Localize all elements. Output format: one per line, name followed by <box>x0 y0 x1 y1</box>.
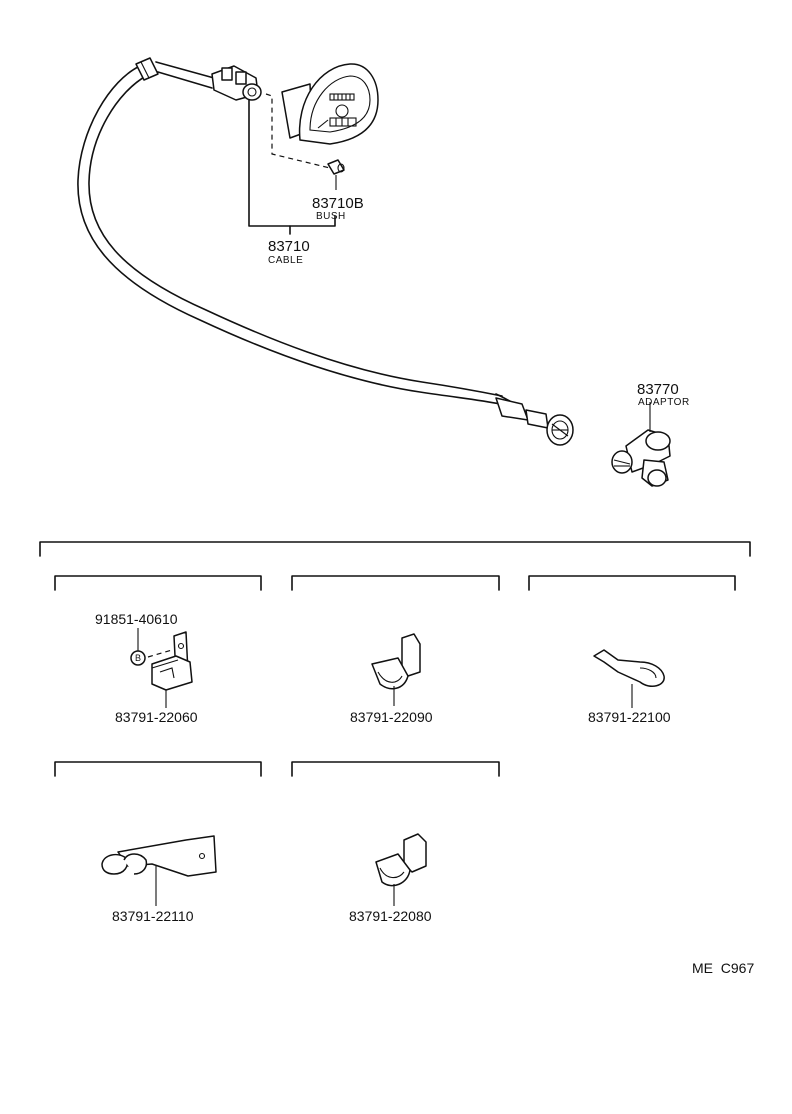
clamp-22100-drawing <box>593 649 665 708</box>
adaptor-part-number: 83770 <box>637 381 679 398</box>
cable-callout-bracket <box>248 99 336 235</box>
clamp-22090-part-number: 83791-22090 <box>350 709 433 725</box>
bush-drawing <box>327 159 345 190</box>
clamp-22090-drawing <box>371 633 421 706</box>
adaptor-part-name: ADAPTOR <box>638 397 690 408</box>
clamp-section-brackets <box>39 541 751 777</box>
bush-part-number: 83710B <box>312 195 364 212</box>
bush-part-name: BUSH <box>316 211 346 222</box>
bolt-part-number: 91851-40610 <box>95 611 178 627</box>
clamp-22110-part-number: 83791-22110 <box>112 908 194 924</box>
clamp-22060-drawing <box>130 628 193 708</box>
cable-part-name: CABLE <box>268 255 303 266</box>
clamp-22110-drawing <box>101 835 217 906</box>
bolt-ref-letter: B <box>135 653 141 663</box>
clamp-22060-part-number: 83791-22060 <box>115 709 198 725</box>
cable-part-number: 83710 <box>268 238 310 255</box>
speedometer-head-drawing <box>265 63 379 169</box>
clamp-22080-drawing <box>375 833 427 906</box>
speedometer-cable-drawing <box>77 57 574 446</box>
clamp-22100-part-number: 83791-22100 <box>588 709 671 725</box>
adaptor-drawing <box>611 402 671 487</box>
diagram-code: ME C967 <box>692 960 754 976</box>
clamp-22080-part-number: 83791-22080 <box>349 908 432 924</box>
